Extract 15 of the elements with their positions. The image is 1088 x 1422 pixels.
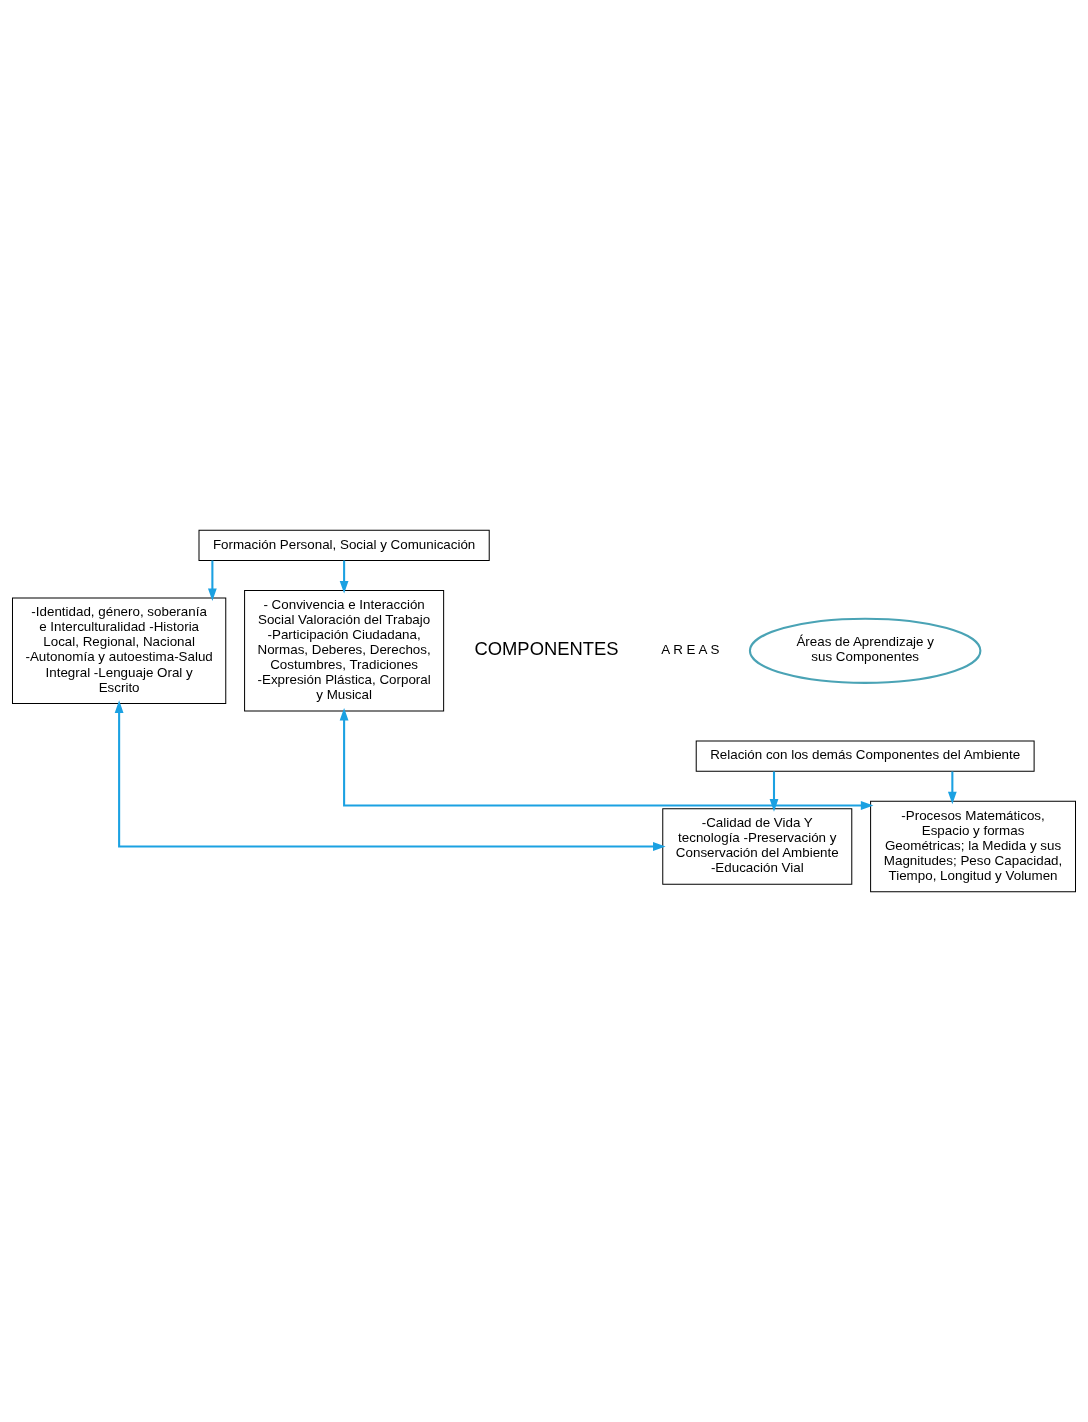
node-ellipse: Áreas de Aprendizaje y sus Componentes	[748, 617, 982, 684]
arrow	[114, 700, 666, 851]
node-box: -Calidad de Vida Y tecnología -Preservación y Conservación del Ambiente -Educación Vial	[662, 808, 853, 885]
node-box: Relación con los demás Componentes del Ambiente	[695, 740, 1035, 772]
label: COMPONENTES	[474, 638, 619, 660]
arrow	[207, 560, 217, 602]
node-box: -Procesos Matemáticos, Espacio y formas Geométricas; la Medida y sus Magnitudes; Peso Capacidad, Tiempo, Longitud y Volumen	[870, 800, 1076, 893]
arrow	[339, 707, 874, 810]
label: A R E A S	[661, 641, 720, 657]
arrow	[769, 771, 779, 812]
arrow	[339, 560, 349, 594]
node-box: - Convivencia e Interacción Social Valoración del Trabajo -Participación Ciudadana, Normas, Deberes, Derechos, Costumbres, Tradiciones -Expresión Plástica, Corporal y Musical	[244, 590, 445, 712]
node-box: -Identidad, género, soberanía e Interculturalidad -Historia Local, Regional, Nacional -Autonomía y autoestima-Salud Integral -Lenguaje Oral y Escrito	[12, 597, 227, 704]
node-box: Formación Personal, Social y Comunicación	[198, 529, 490, 561]
arrow	[947, 771, 957, 805]
